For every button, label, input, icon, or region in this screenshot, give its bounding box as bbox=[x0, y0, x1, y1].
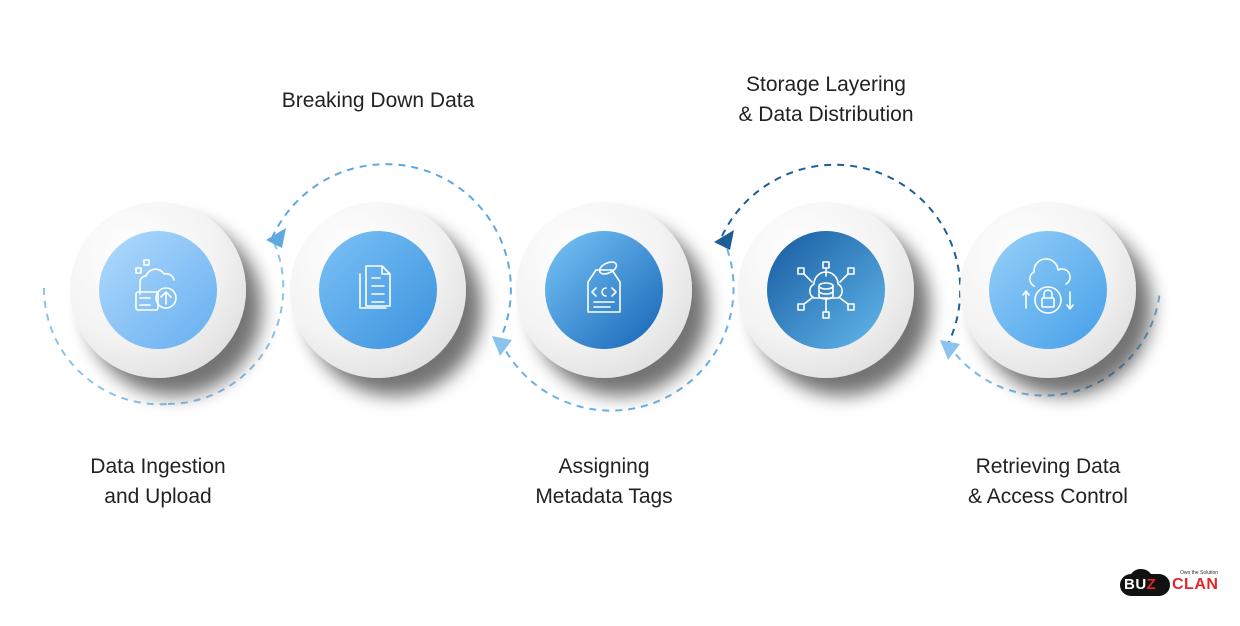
arrowhead-2 bbox=[492, 336, 512, 356]
step-label-line: and Upload bbox=[104, 485, 212, 508]
step-label-line: & Access Control bbox=[968, 485, 1128, 508]
cloud-lock-sync-icon bbox=[1022, 258, 1074, 314]
step-node-1 bbox=[70, 202, 246, 378]
step-disc-2 bbox=[319, 231, 437, 349]
connector-arc-1-2 bbox=[167, 237, 285, 405]
logo-brand-z: Z bbox=[1146, 576, 1157, 593]
arrowhead-3 bbox=[714, 230, 734, 250]
step-label-line: Breaking Down Data bbox=[281, 89, 475, 112]
connector-arc-4-top bbox=[721, 163, 962, 345]
logo-brand-right: CLAN bbox=[1172, 576, 1219, 593]
step-label-1: Data Ingestion and Upload bbox=[90, 452, 225, 512]
step-label-line: & Data Distribution bbox=[738, 103, 914, 126]
metadata-tag-icon bbox=[587, 261, 621, 313]
step-node-5 bbox=[960, 202, 1136, 378]
step-label-4: Storage Layering & Data Distribution bbox=[738, 70, 913, 130]
buzzclan-logo: BUZ CLAN Own the Solution bbox=[1120, 569, 1220, 600]
step-label-line: Storage Layering bbox=[746, 73, 906, 96]
connector-arc-3-bottom bbox=[499, 235, 735, 412]
arrowhead-4 bbox=[940, 340, 960, 360]
step-disc-4 bbox=[767, 231, 885, 349]
logo-cloud-shape bbox=[1120, 569, 1170, 596]
step-label-line: Data Ingestion bbox=[90, 455, 226, 478]
connector-arc-2-top bbox=[271, 163, 512, 341]
step-label-5: Retrieving Data & Access Control bbox=[968, 452, 1128, 512]
cloud-upload-storage-icon bbox=[135, 259, 177, 311]
step-node-2 bbox=[290, 202, 466, 378]
step-disc-3 bbox=[545, 231, 663, 349]
connectors bbox=[42, 163, 1161, 412]
step-label-line: Retrieving Data bbox=[975, 455, 1121, 478]
step-label-line: Assigning bbox=[558, 455, 650, 478]
step-node-4 bbox=[738, 202, 914, 378]
documents-icon bbox=[359, 265, 391, 309]
step-disc-1 bbox=[99, 231, 217, 349]
arrowhead-1 bbox=[266, 228, 286, 248]
step-label-line: Metadata Tags bbox=[535, 485, 673, 508]
step-node-3 bbox=[516, 202, 692, 378]
cloud-database-network-icon bbox=[797, 261, 855, 319]
connector-arc-5-bottom bbox=[947, 289, 1161, 397]
step-label-2: Breaking Down Data bbox=[282, 86, 475, 116]
connector-arc-1-bottom bbox=[42, 287, 169, 406]
logo-brand-left: BU bbox=[1124, 576, 1147, 593]
logo-tagline: Own the Solution bbox=[1180, 570, 1219, 576]
